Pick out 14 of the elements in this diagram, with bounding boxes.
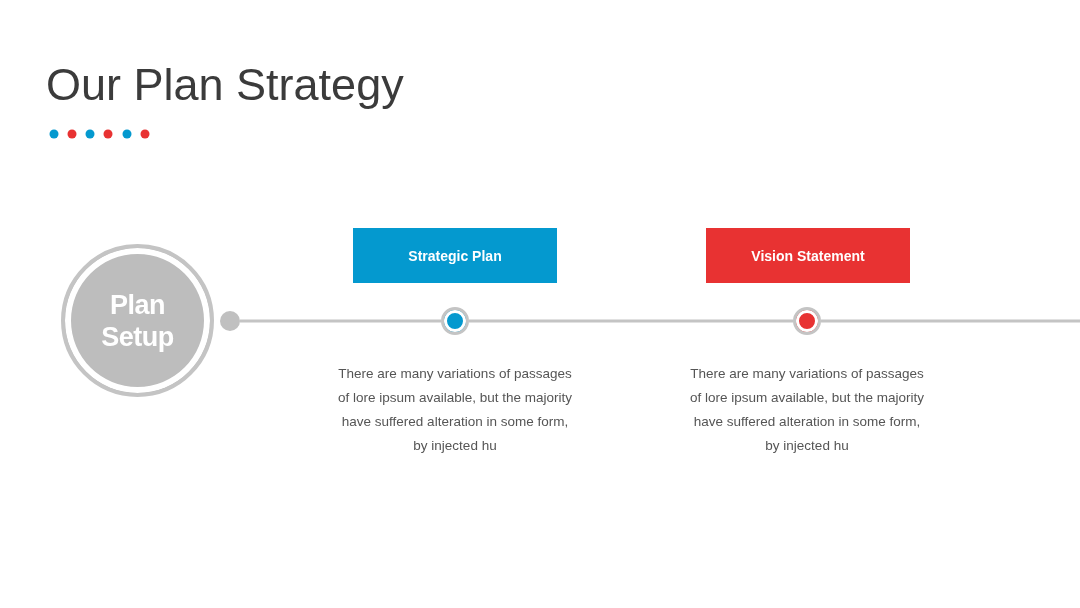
box-title: Vision Statement bbox=[751, 246, 865, 265]
title-box bbox=[706, 228, 910, 283]
milestone-marker bbox=[441, 307, 469, 335]
timeline-line bbox=[821, 319, 1080, 323]
description-text: There are many variations of passages of lore ipsum available, but the majority have suffered alteration in some form, by injected hu bbox=[688, 365, 926, 455]
hub-label: Plan Setup bbox=[100, 288, 175, 353]
description-text: There are many variations of passages of lore ipsum available, but the majority have suffered alteration in some form, by injected hu bbox=[336, 365, 574, 455]
title-box bbox=[353, 228, 557, 283]
slide-title: Our Plan Strategy bbox=[46, 58, 404, 112]
timeline-start-dot bbox=[220, 311, 240, 331]
timeline-line bbox=[469, 319, 793, 323]
box-title: Strategic Plan bbox=[408, 246, 502, 265]
milestone-marker bbox=[793, 307, 821, 335]
timeline-line bbox=[240, 319, 441, 323]
